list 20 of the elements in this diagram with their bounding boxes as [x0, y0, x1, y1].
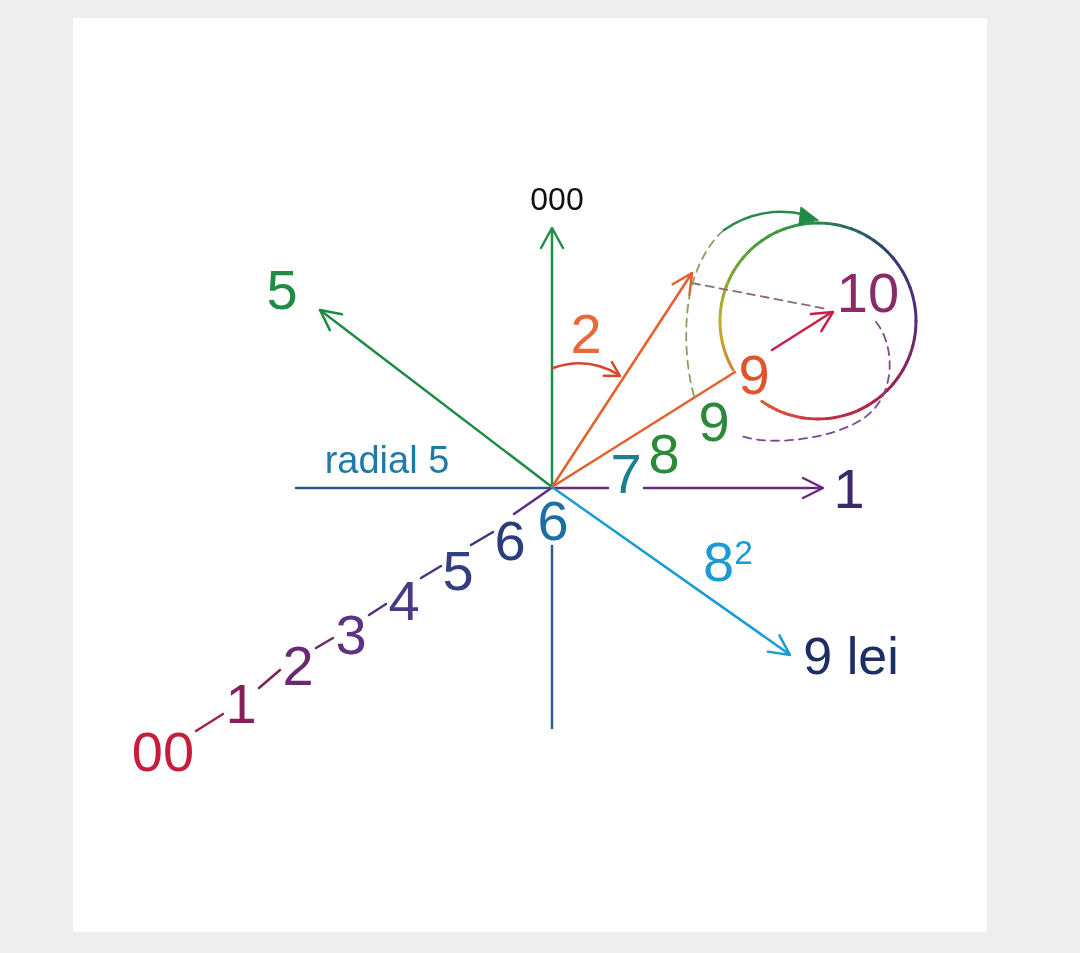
- axis-label: radial 5: [324, 444, 450, 476]
- scale-label: 4: [388, 578, 420, 624]
- segment-label: 8: [648, 431, 680, 477]
- axis-label: 000: [530, 187, 584, 213]
- segment-label: 9: [738, 352, 770, 398]
- vector-label: 8$^{2}$: [703, 539, 753, 587]
- vector-label: 9 lei: [803, 636, 899, 678]
- scale-label: 00: [131, 729, 195, 775]
- scale-label: 3: [335, 612, 367, 658]
- scale-label: 5: [442, 548, 474, 594]
- angle-label: 2: [570, 311, 602, 357]
- segment-label: 7: [610, 451, 642, 497]
- scale-label: 2: [282, 643, 314, 689]
- axis-label: 1: [833, 466, 865, 512]
- origin-label: 6: [537, 498, 569, 544]
- vector-label: 10: [836, 270, 900, 316]
- segment-label: 9: [698, 399, 730, 445]
- vector-label: 5: [266, 267, 298, 313]
- scale-label: 1: [225, 681, 257, 727]
- scale-label: 6: [494, 518, 526, 564]
